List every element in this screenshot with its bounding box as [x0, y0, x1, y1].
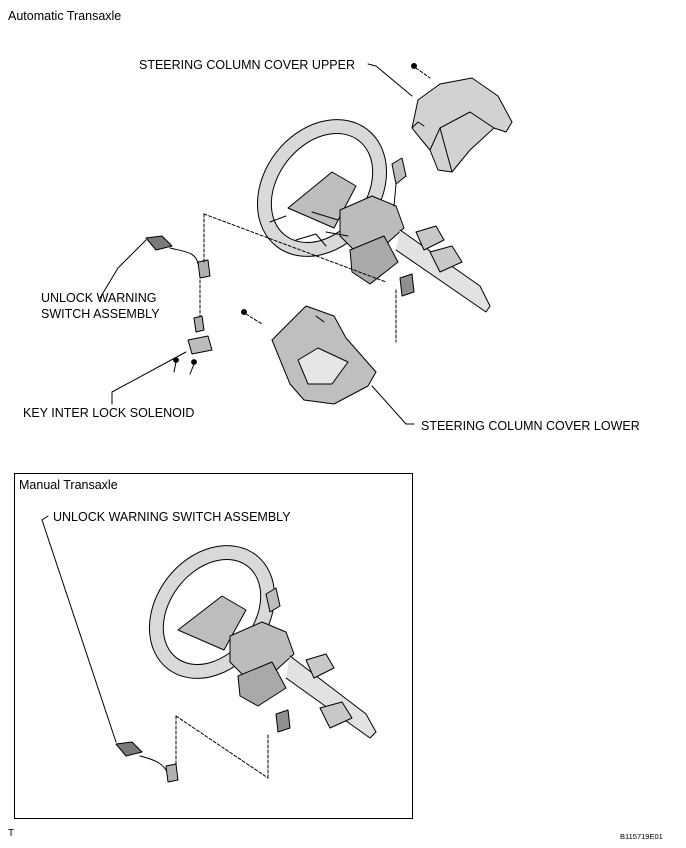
label-steering-column-cover-lower: STEERING COLUMN COVER LOWER — [421, 419, 640, 433]
steering-column-cover-upper — [411, 63, 513, 173]
manual-unlock-warning-switch — [115, 741, 179, 783]
manual-transaxle-frame — [14, 473, 413, 819]
unlock-warning-switch-assembly — [145, 235, 211, 279]
figure-reference: B115719E01 — [620, 832, 663, 841]
label-unlock-warning-line1: UNLOCK WARNING — [41, 291, 157, 305]
leader-key-interlock — [111, 351, 187, 405]
label-key-inter-lock-solenoid: KEY INTER LOCK SOLENOID — [23, 406, 195, 420]
leader-unlock-switch-manual — [41, 515, 117, 743]
leader-cover-lower — [371, 385, 415, 425]
manual-column-assembly — [229, 587, 377, 739]
page-mark: T — [8, 828, 15, 839]
manual-transaxle-title: Manual Transaxle — [19, 478, 118, 492]
automatic-transaxle-title: Automatic Transaxle — [8, 9, 122, 23]
key-inter-lock-solenoid — [173, 315, 213, 375]
leader-cover-upper — [367, 63, 413, 97]
steering-column-cover-lower — [241, 305, 377, 405]
label-unlock-warning-switch-manual: UNLOCK WARNING SWITCH ASSEMBLY — [53, 510, 291, 524]
column-assembly — [311, 157, 491, 313]
leader-unlock-switch — [99, 239, 147, 299]
label-unlock-warning-line2: SWITCH ASSEMBLY — [41, 307, 160, 321]
label-steering-column-cover-upper: STEERING COLUMN COVER UPPER — [139, 58, 356, 72]
